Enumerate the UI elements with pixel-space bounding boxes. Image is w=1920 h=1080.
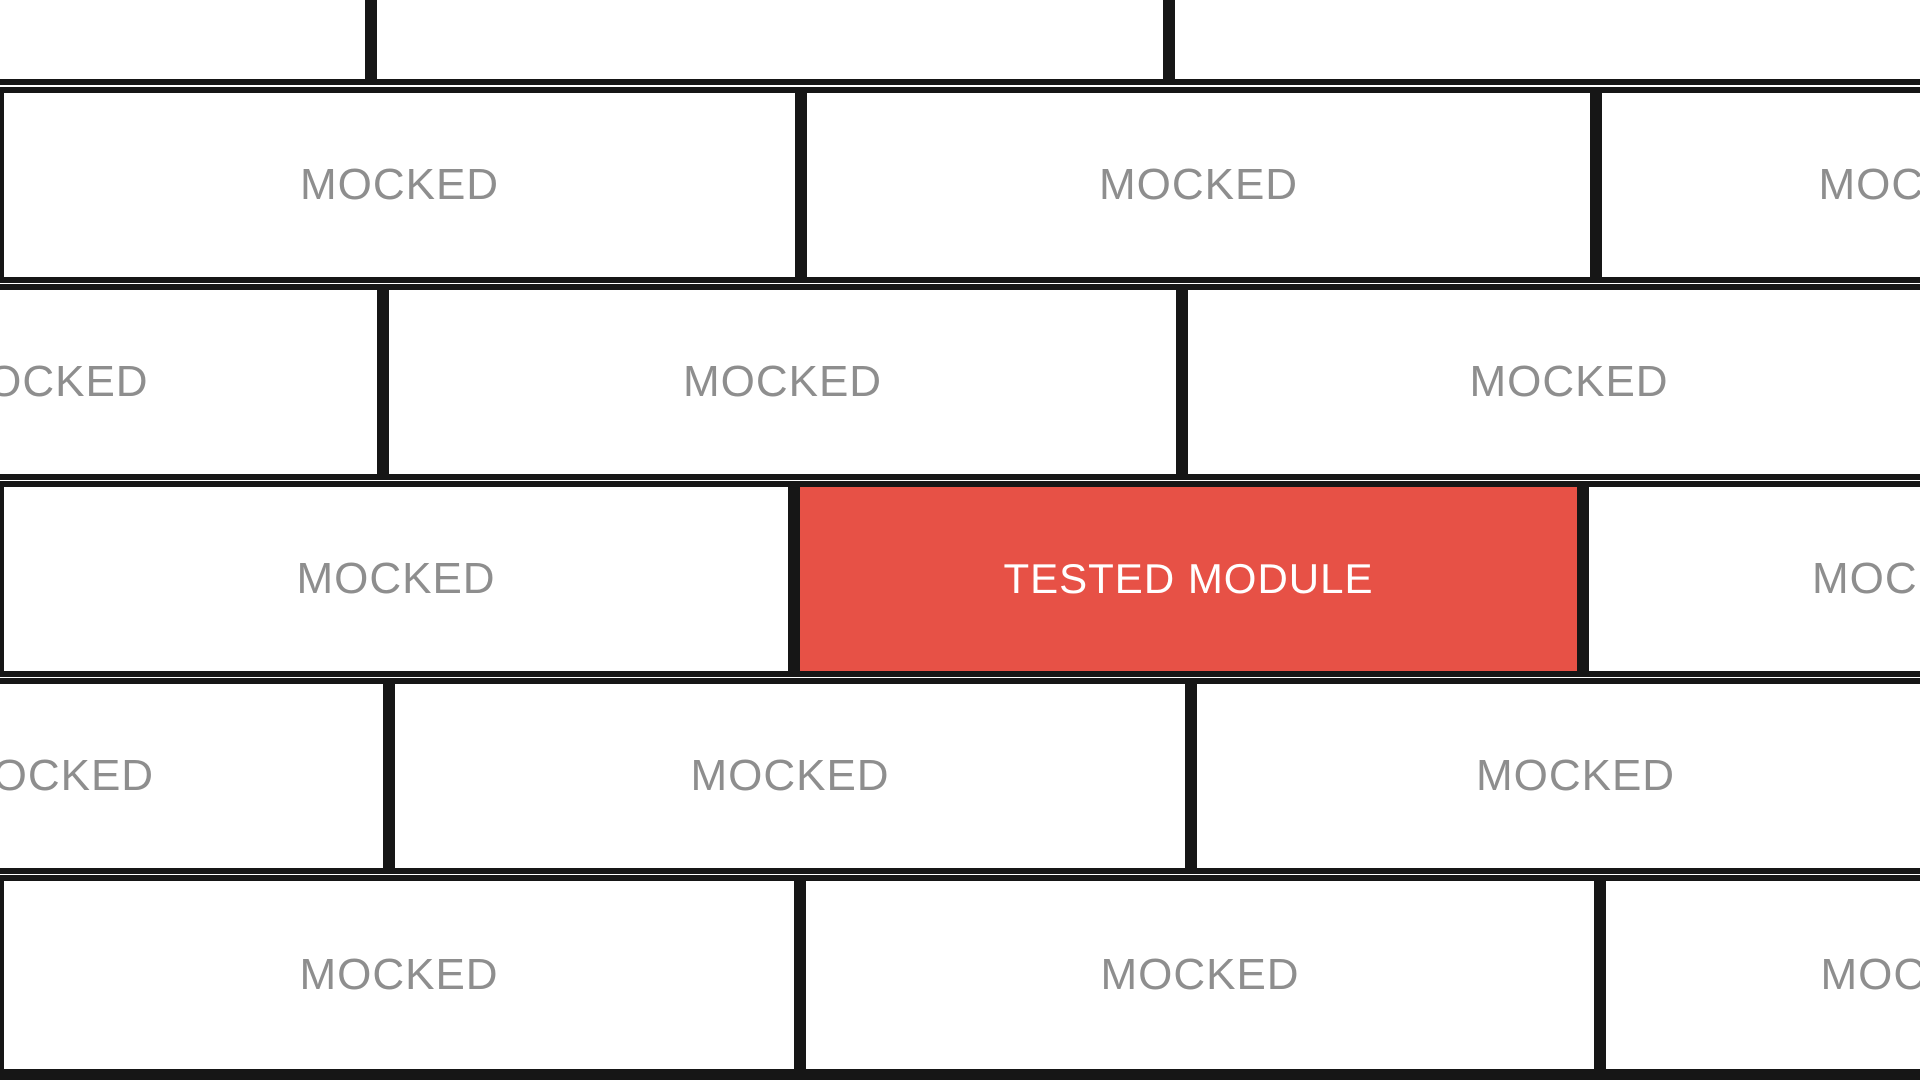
brick-label: MOCKED [1475, 751, 1676, 800]
mocked-brick: MOCKED [1583, 481, 1920, 677]
brick-label: MOCKED [299, 950, 499, 999]
brick-label: MOCKED [0, 357, 149, 406]
mocked-brick [1169, 0, 1920, 85]
mocked-brick: MOCKED [1191, 678, 1920, 874]
brick-label: MOCKED [1098, 160, 1299, 209]
mocked-brick [389, 1075, 1191, 1080]
mocked-brick: MOCKED [800, 875, 1600, 1075]
mocked-brick [371, 0, 1169, 85]
brick-label: MOCKED [1811, 554, 1920, 603]
brick-label: MOCKED [682, 357, 883, 406]
mocked-brick: MOCKED [0, 284, 383, 480]
brick-label: MOCKED [1100, 950, 1300, 999]
brick-label: MOCKED [690, 751, 890, 800]
brick-label: MOCKED [1469, 357, 1669, 406]
mocked-brick: MOCKED [801, 87, 1596, 283]
mocked-brick [0, 0, 371, 85]
mocked-brick: MOCKED [1596, 87, 1920, 283]
mocked-brick: MOCKED [0, 678, 389, 874]
mocked-brick: MOCKED [0, 481, 794, 677]
brick-label: MOCKED [299, 160, 500, 209]
mocked-brick [0, 1075, 389, 1080]
mocked-brick [1191, 1075, 1920, 1080]
tested-module-label: TESTED MODULE [1003, 555, 1374, 602]
mocked-brick: MOCKED [0, 87, 801, 283]
brick-label: MOCKED [0, 751, 155, 800]
mocked-brick: MOCKED [1182, 284, 1920, 480]
brick-label: MOCKED [296, 554, 496, 603]
brick-label: MOCKED [1820, 950, 1920, 999]
mocked-brick: MOCKED [383, 284, 1182, 480]
mocked-brick: MOCKED [389, 678, 1191, 874]
mocked-brick: MOCKED [0, 875, 800, 1075]
brick-label: MOCKED [1818, 160, 1920, 209]
tested-module-brick: TESTED MODULE [794, 481, 1583, 677]
mocked-brick: MOCKED [1600, 875, 1920, 1075]
